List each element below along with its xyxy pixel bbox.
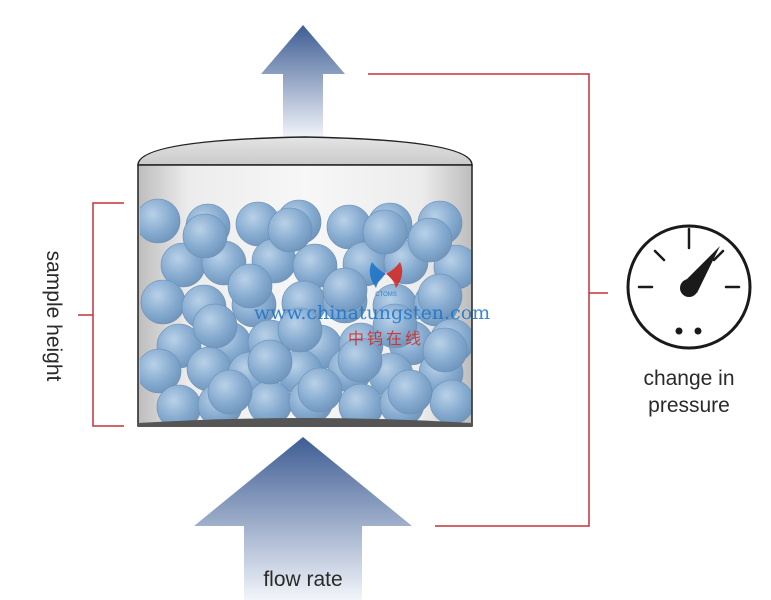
particle — [362, 209, 408, 255]
particle — [207, 369, 253, 415]
container-base — [138, 418, 472, 427]
watermark: CTOMS www.chinatungsten.com 中钨在线 — [254, 262, 490, 348]
inflow-arrow — [194, 437, 412, 600]
change-in-pressure-label-line2: pressure — [648, 394, 730, 417]
pressure-connection-line — [368, 73, 590, 527]
logo-text: CTOMS — [375, 292, 397, 298]
particle — [417, 273, 463, 319]
pressure-gauge-icon — [626, 224, 752, 350]
particle — [140, 198, 181, 244]
particle — [267, 207, 313, 253]
particle — [140, 279, 186, 325]
container-lid — [137, 136, 473, 166]
change-in-pressure-label-line1: change in — [643, 367, 734, 390]
particle — [277, 307, 323, 353]
particle — [337, 337, 383, 383]
ctoms-logo-icon: CTOMS — [369, 262, 403, 298]
outflow-arrow — [261, 25, 345, 138]
sample-height-bracket — [78, 202, 124, 427]
particle — [387, 369, 433, 415]
particle — [227, 263, 273, 309]
particle — [322, 267, 368, 313]
particle — [182, 213, 228, 259]
particle — [372, 303, 418, 349]
particle — [429, 379, 471, 425]
particle — [422, 327, 468, 373]
watermark-chinese: 中钨在线 — [348, 329, 424, 348]
watermark-url: www.chinatungsten.com — [254, 302, 490, 324]
particle — [247, 339, 293, 385]
particle — [297, 367, 343, 413]
particle — [140, 348, 182, 394]
packed-particles — [140, 198, 471, 426]
flow-rate-label: flow rate — [263, 568, 342, 591]
particle — [407, 217, 453, 263]
sample-container — [137, 136, 473, 427]
particle — [192, 303, 238, 349]
sample-height-label: sample height — [42, 251, 65, 382]
